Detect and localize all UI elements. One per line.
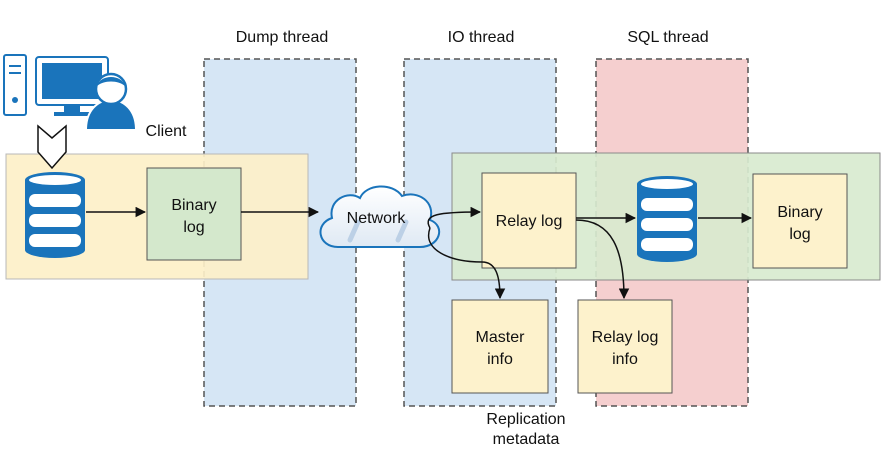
dump-thread-title: Dump thread xyxy=(236,29,329,46)
relay-log-info-line2: info xyxy=(612,351,638,368)
network-label: Network xyxy=(347,210,407,227)
replica-database-icon xyxy=(637,176,697,262)
client-to-db-arrow xyxy=(37,124,67,170)
binary-log-source-line2: log xyxy=(183,219,204,236)
user-icon xyxy=(84,72,138,131)
sql-thread-title: SQL thread xyxy=(627,29,708,46)
client-label: Client xyxy=(146,123,187,140)
master-info-box xyxy=(451,299,549,394)
desktop-computer-icon xyxy=(3,54,109,116)
relay-log-to-relay-log-info-arrow xyxy=(575,219,630,300)
relay-log-info-box xyxy=(577,299,673,394)
network-cloud-icon xyxy=(319,185,441,248)
relay-log-info-line1: Relay log xyxy=(592,329,659,346)
binary-log-replica-box xyxy=(752,173,848,269)
master-info-line1: Master xyxy=(476,329,526,346)
replication-metadata-line1: Replication xyxy=(486,411,565,428)
master-info-line2: info xyxy=(487,351,513,368)
binary-log-replica-line2: log xyxy=(789,226,810,243)
network-to-master-info-arrow xyxy=(427,227,506,300)
binary-log-source-box xyxy=(146,167,242,261)
binary-log-source-line1: Binary xyxy=(171,197,216,214)
relay-log-label: Relay log xyxy=(496,213,563,230)
source-database-icon xyxy=(25,172,85,258)
io-thread-title: IO thread xyxy=(448,29,515,46)
binary-log-replica-line1: Binary xyxy=(777,204,822,221)
network-to-relay-log-arrow xyxy=(427,206,482,229)
replication-metadata-line2: metadata xyxy=(493,431,560,448)
